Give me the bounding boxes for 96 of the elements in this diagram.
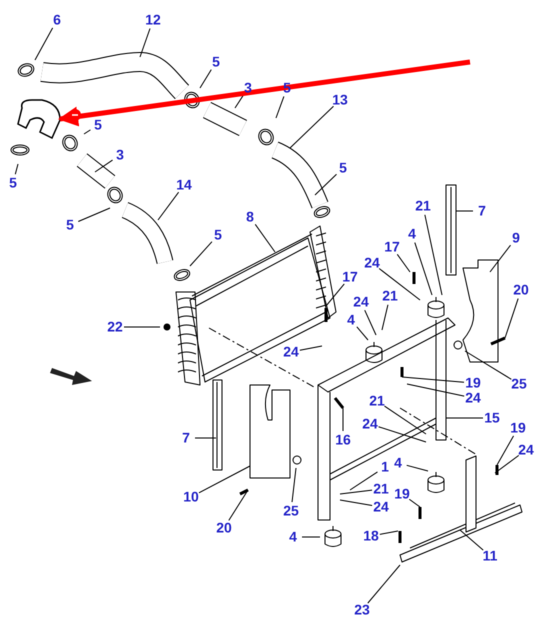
callout-number: 14 xyxy=(176,178,192,192)
leader-line xyxy=(402,376,465,383)
leader-line xyxy=(384,406,426,434)
leader-line xyxy=(356,326,368,340)
callout-number: 19 xyxy=(394,486,410,502)
callout-number: 24 xyxy=(364,256,380,270)
leader-line xyxy=(496,435,514,466)
leader-line xyxy=(78,208,110,222)
callout-number: 5 xyxy=(66,218,74,232)
leader-line xyxy=(340,490,373,494)
callout-number: 17 xyxy=(384,240,400,254)
callout-number: 24 xyxy=(465,390,481,406)
callout-number: 12 xyxy=(145,12,161,28)
callout-number: 25 xyxy=(511,376,527,392)
callout-number: 7 xyxy=(182,430,190,446)
callout-number: 5 xyxy=(212,54,220,70)
callout-number: 4 xyxy=(394,456,402,470)
callout-number: 3 xyxy=(116,148,124,162)
leader-line xyxy=(464,350,512,380)
callout-number: 4 xyxy=(408,226,416,242)
callout-number: 16 xyxy=(335,432,351,448)
leader-line xyxy=(350,471,378,490)
leader-line xyxy=(494,454,520,474)
callout-number: 10 xyxy=(183,490,199,504)
callout-number: 5 xyxy=(94,118,102,132)
leader-line xyxy=(490,244,512,272)
callout-number: 6 xyxy=(53,12,61,28)
leader-line xyxy=(94,160,114,172)
callout-number: 22 xyxy=(107,320,123,334)
leader-line xyxy=(406,464,428,472)
leader-line xyxy=(200,69,212,88)
leader-line xyxy=(290,106,334,148)
callout-number: 21 xyxy=(382,288,398,304)
leader-line xyxy=(456,210,474,212)
leader-line xyxy=(292,468,296,503)
leader-line xyxy=(364,310,376,336)
leader-line xyxy=(342,408,344,432)
callout-number: 24 xyxy=(283,344,299,360)
leader-line xyxy=(302,536,320,538)
callout-number: 15 xyxy=(484,410,500,426)
callout-number: 17 xyxy=(342,270,358,284)
leader-line xyxy=(198,466,250,494)
callout-number: 18 xyxy=(363,528,379,544)
callout-number: 21 xyxy=(373,482,389,496)
callout-number: 20 xyxy=(216,520,232,536)
callout-number: 8 xyxy=(246,210,254,224)
leader-line xyxy=(124,326,160,328)
callout-number: 5 xyxy=(339,160,347,176)
leader-line xyxy=(408,498,420,508)
leader-line xyxy=(254,224,276,252)
leader-line xyxy=(34,27,54,60)
leader-line xyxy=(379,530,398,535)
leader-line xyxy=(340,500,373,506)
leader-line xyxy=(299,346,322,351)
leader-line xyxy=(504,298,519,338)
callout-number: 4 xyxy=(289,530,297,544)
callout-number: 1 xyxy=(381,460,389,474)
callout-number: 24 xyxy=(518,442,534,458)
callout-number: 24 xyxy=(373,500,389,514)
callout-number: 4 xyxy=(347,312,355,328)
leader-line xyxy=(140,28,151,58)
leader-line xyxy=(190,241,212,266)
callout-number: 25 xyxy=(283,504,299,518)
callout-number: 19 xyxy=(465,376,481,390)
callout-number: 7 xyxy=(478,204,486,218)
callout-number: 21 xyxy=(415,198,431,214)
callout-number: 23 xyxy=(354,602,370,618)
arrow xyxy=(58,60,470,126)
leader-line xyxy=(460,530,484,551)
leader-line xyxy=(84,129,91,134)
leader-line xyxy=(414,242,432,296)
callout-number: 5 xyxy=(214,228,222,242)
hose-elbow xyxy=(17,99,61,139)
leader-line xyxy=(158,192,180,220)
callout-number: 9 xyxy=(512,230,520,246)
leader-line xyxy=(424,214,442,296)
leader-line xyxy=(406,384,465,397)
callout-number: 24 xyxy=(362,416,378,432)
callout-number: 19 xyxy=(510,420,526,436)
callout-number: 13 xyxy=(332,92,348,108)
leader-line xyxy=(326,283,345,306)
leader-line xyxy=(382,304,388,330)
leader-line xyxy=(276,96,284,118)
callout-number: 20 xyxy=(513,282,529,298)
callout-number: 24 xyxy=(353,294,369,310)
callout-number: 21 xyxy=(369,394,385,408)
leader-line xyxy=(314,174,338,196)
leader-line xyxy=(378,268,420,300)
callout-number: 5 xyxy=(9,176,17,190)
leader-line xyxy=(367,564,400,604)
callout-number: 11 xyxy=(482,548,498,564)
leader-line xyxy=(228,490,248,521)
leader-line xyxy=(396,254,410,272)
leader-line xyxy=(378,426,426,442)
leader-line xyxy=(234,95,244,108)
leader-line xyxy=(14,164,18,175)
